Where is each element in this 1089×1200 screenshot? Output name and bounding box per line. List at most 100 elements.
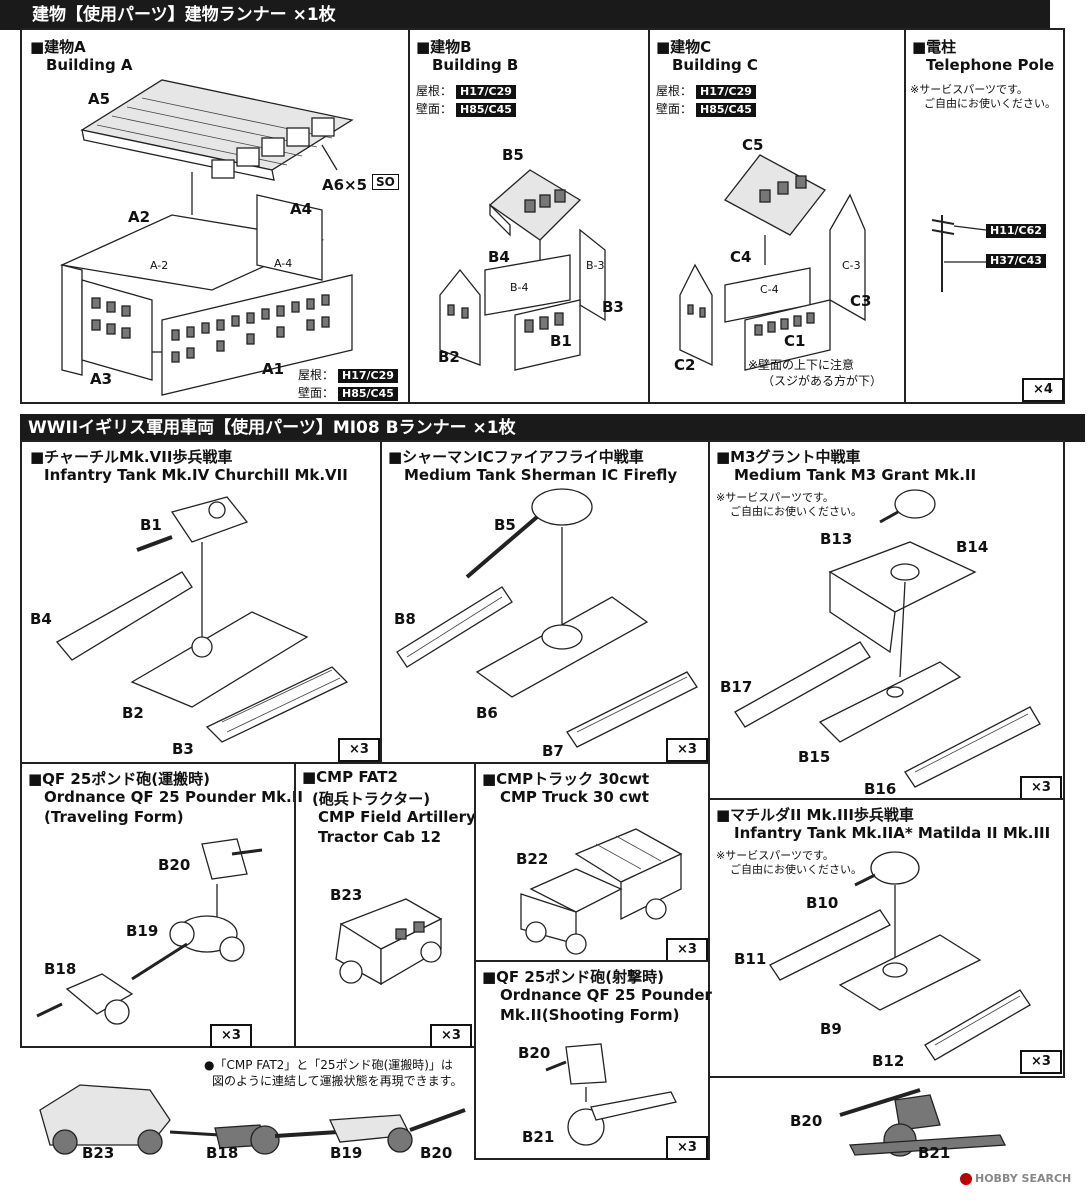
wall-label: 壁面： <box>298 386 335 400</box>
qf-shoot-title-en-1: Ordnance QF 25 Pounder <box>500 986 712 1004</box>
roof-color-code: H17/C29 <box>696 85 756 99</box>
combo-label-b20: B20 <box>420 1144 453 1162</box>
pole-code-2: H37/C43 <box>986 254 1046 268</box>
label-c3: C3 <box>850 292 872 310</box>
label-b7: B7 <box>542 742 564 760</box>
qf-travel-title-en-2: (Traveling Form) <box>44 808 184 826</box>
combo-label-b19: B19 <box>330 1144 363 1162</box>
churchill-title-jp: ■チャーチルMk.VII歩兵戦車 <box>30 448 233 466</box>
panel-cmp-truck: ■CMPトラック 30cwt CMP Truck 30 cwt B22 ×3 <box>474 762 710 962</box>
matilda-count-badge: ×3 <box>1020 1050 1062 1074</box>
sherman-title-en: Medium Tank Sherman IC Firefly <box>404 466 678 484</box>
building-a-roof-row: 屋根：H17/C29 <box>298 366 398 383</box>
mark-b4: B-4 <box>510 281 529 294</box>
qf-shoot-title-jp: ■QF 25ポンド砲(射撃時) <box>482 968 664 986</box>
label-b12: B12 <box>872 1052 905 1070</box>
watermark-logo-icon <box>960 1173 972 1185</box>
cmp-fat2-title-en-2: Tractor Cab 12 <box>318 828 442 846</box>
mark-b3: B-3 <box>586 259 605 272</box>
section-header-buildings: 建物【使用パーツ】建物ランナー ×1枚 <box>0 0 1050 30</box>
label-a3: A3 <box>90 370 113 388</box>
combo-label-b23: B23 <box>82 1144 115 1162</box>
label-b16: B16 <box>864 780 897 798</box>
roof-label: 屋根： <box>298 368 335 382</box>
pole-code-1: H11/C62 <box>986 224 1046 238</box>
label-c2: C2 <box>674 356 696 374</box>
qf-travel-count-badge: ×3 <box>210 1024 252 1048</box>
label-b5: B5 <box>494 516 516 534</box>
sherman-title-jp: ■シャーマンICファイアフライ中戦車 <box>388 448 644 466</box>
label-b6: B6 <box>476 704 498 722</box>
label-c4: C4 <box>730 248 752 266</box>
pole-note-2: ご自由にお使いください。 <box>924 97 1056 110</box>
roof-label: 屋根： <box>416 84 453 98</box>
cmp-fat2-title-jp-2: (砲兵トラクター) <box>312 790 431 808</box>
building-a-title-jp: ■建物A <box>30 38 86 56</box>
label-b22: B22 <box>516 850 549 868</box>
label-b1: B1 <box>140 516 162 534</box>
building-c-wall-row: 壁面：H85/C45 <box>656 100 756 117</box>
wall-color-code: H85/C45 <box>696 103 756 117</box>
label-b2: B2 <box>122 704 144 722</box>
roof-color-code: H17/C29 <box>338 369 398 383</box>
panel-building-c: ■建物C Building C 屋根：H17/C29 壁面：H85/C45 C5… <box>648 28 906 404</box>
label-b17: B17 <box>720 678 753 696</box>
wall-color-code: H85/C45 <box>456 103 516 117</box>
label-a4: A4 <box>290 200 313 218</box>
building-c-roof-row: 屋根：H17/C29 <box>656 82 756 99</box>
panel-cmp-fat2: ■CMP FAT2 (砲兵トラクター) CMP Field Artillery … <box>294 762 476 1048</box>
label-b23: B23 <box>330 886 363 904</box>
pole-title-en: Telephone Pole <box>926 56 1055 74</box>
building-a-title-en: Building A <box>46 56 133 74</box>
qf-travel-title-en-1: Ordnance QF 25 Pounder Mk.II <box>44 788 303 806</box>
cmp-fat2-count-badge: ×3 <box>430 1024 472 1048</box>
combo-tractor-gun-illustration <box>39 1084 466 1155</box>
sherman-illustration <box>396 488 698 748</box>
qf-traveling-illustration <box>36 838 263 1025</box>
label-c5: C5 <box>742 136 764 154</box>
label-a5: A5 <box>88 90 111 108</box>
cmp-fat2-title-en-1: CMP Field Artillery <box>318 808 476 826</box>
combo-label-b18: B18 <box>206 1144 239 1162</box>
roof-label: 屋根： <box>656 84 693 98</box>
combo-note-1: ●「CMP FAT2」と「25ポンド砲(運搬時)」は <box>204 1058 453 1072</box>
grant-illustration <box>734 489 1041 788</box>
churchill-illustration <box>55 496 349 743</box>
pole-note-1: ※サービスパーツです。 <box>910 83 1028 96</box>
label-b1: B1 <box>550 332 572 350</box>
building-b-roof-row: 屋根：H17/C29 <box>416 82 516 99</box>
hobby-search-watermark: HOBBY SEARCH <box>960 1172 1071 1185</box>
qf-shoot-title-en-2: Mk.II(Shooting Form) <box>500 1006 680 1024</box>
bottom-label-b20: B20 <box>790 1112 823 1130</box>
cmp-fat2-title-jp: ■CMP FAT2 <box>302 768 398 786</box>
panel-building-a: ■建物A Building A A5 A6×5 SO A2 A4 A-2 A-4… <box>20 28 410 404</box>
building-b-title-en: Building B <box>432 56 519 74</box>
building-a-illustration <box>59 79 354 396</box>
building-c-note-1: ※壁面の上下に注意 <box>748 358 855 372</box>
mark-a4: A-4 <box>274 257 293 270</box>
label-a6: A6×5 <box>322 176 368 194</box>
label-b4: B4 <box>488 248 510 266</box>
qf-shooting-illustration <box>545 1043 677 1146</box>
mark-c3: C-3 <box>842 259 861 272</box>
qf-travel-title-jp: ■QF 25ポンド砲(運搬時) <box>28 770 210 788</box>
section-header-vehicles: WWIIイギリス軍用車両【使用パーツ】MI08 Bランナー ×1枚 <box>20 414 1085 442</box>
pole-count-badge: ×4 <box>1022 378 1064 402</box>
bottom-label-b21: B21 <box>918 1144 951 1162</box>
grant-count-badge: ×3 <box>1020 776 1062 800</box>
grant-note-1: ※サービスパーツです。 <box>716 491 834 504</box>
label-a2: A2 <box>128 208 151 226</box>
cmp-truck-title-jp: ■CMPトラック 30cwt <box>482 770 650 788</box>
mark-c4: C-4 <box>760 283 779 296</box>
label-b10: B10 <box>806 894 839 912</box>
label-b15: B15 <box>798 748 831 766</box>
matilda-note-1: ※サービスパーツです。 <box>716 849 834 862</box>
label-b4: B4 <box>30 610 52 628</box>
watermark-text: HOBBY SEARCH <box>975 1172 1072 1185</box>
building-c-note-2: （スジがある方が下） <box>762 374 883 388</box>
roof-color-code: H17/C29 <box>456 85 516 99</box>
cmp-truck-illustration <box>520 828 683 955</box>
label-b8: B8 <box>394 610 416 628</box>
panel-churchill: ■チャーチルMk.VII歩兵戦車 Infantry Tank Mk.IV Chu… <box>20 440 382 764</box>
building-b-illustration <box>439 169 606 371</box>
